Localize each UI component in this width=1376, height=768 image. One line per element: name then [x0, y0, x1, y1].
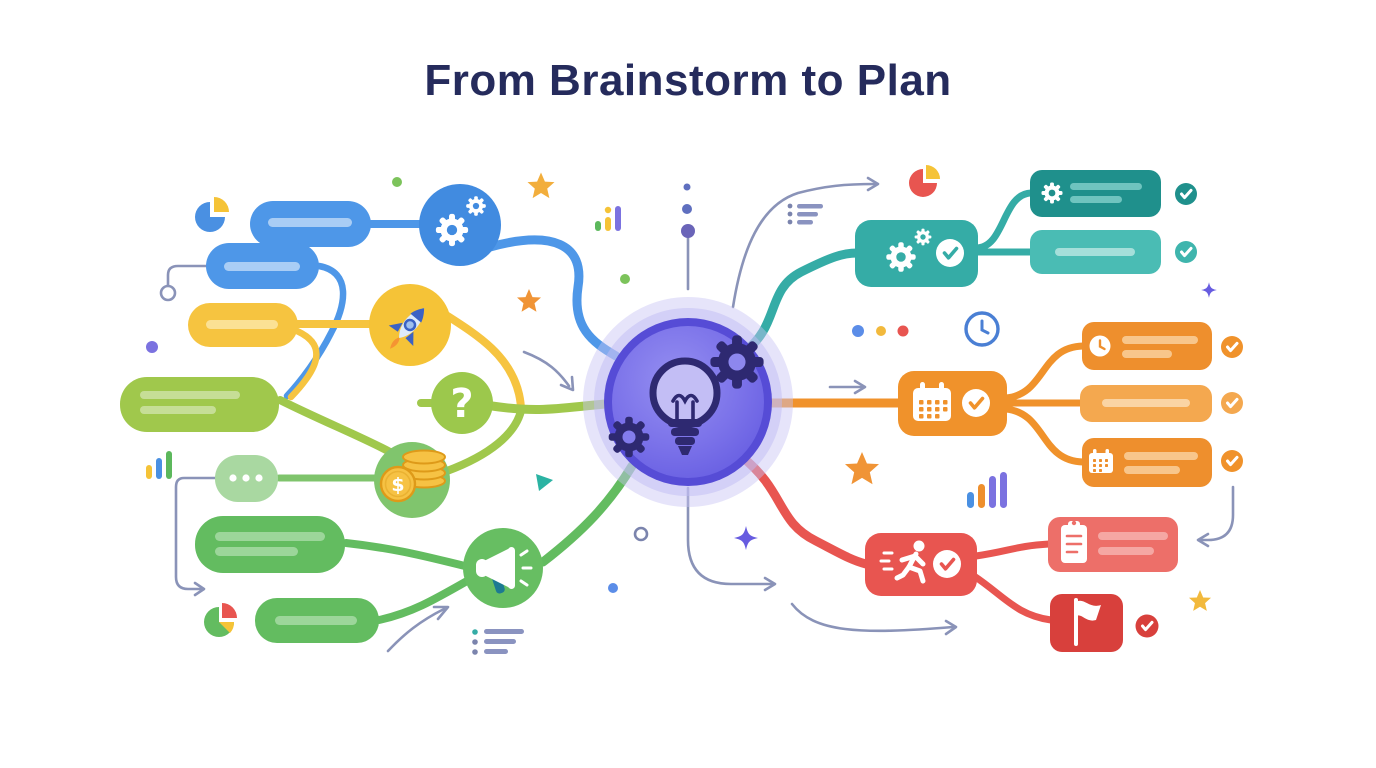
bar-chart-icon: [146, 451, 172, 479]
decorations: [146, 165, 1217, 655]
idea-pill-blue-1: [250, 201, 371, 247]
megaphone-circle: [463, 528, 543, 608]
check-badge: [1175, 183, 1197, 205]
gear-icon: [1041, 182, 1063, 204]
list-lines-icon: [472, 629, 524, 655]
pie-chart-icon: [195, 197, 229, 232]
check-badge: [1221, 392, 1243, 414]
idea-pill-yellow-green: [120, 377, 279, 432]
dot: [683, 183, 691, 191]
idea-pill-ellipsis: [215, 455, 278, 502]
red-sub-node-flag: [1050, 594, 1123, 652]
runner-icon: [879, 540, 926, 584]
page-title: From Brainstorm to Plan: [424, 56, 952, 105]
clock-outline-icon: [964, 311, 1000, 347]
orange-sub-node-1: [1082, 322, 1212, 370]
pie-chart-icon: [204, 603, 237, 637]
teal-sub-node-2: [1030, 230, 1161, 274]
dot: [681, 224, 695, 238]
check-icon: [962, 389, 990, 417]
pie-chart-icon: [909, 165, 940, 197]
dot: [608, 583, 618, 593]
teal-main-node: [855, 220, 978, 287]
sparkle-icon: [1201, 282, 1217, 298]
coins-icon: $: [379, 449, 446, 503]
arrow-center-topright: [731, 182, 877, 309]
red-branch: [865, 517, 1178, 652]
red-main-node: [865, 533, 977, 596]
orange-sub-node-3: [1082, 438, 1212, 487]
circle-outline: [633, 526, 649, 542]
idea-pill-green-1: [195, 516, 345, 573]
clock-icon: [1089, 335, 1111, 357]
arrow-center-small: [522, 350, 571, 388]
bar-chart-icon: [967, 472, 1007, 508]
check-badge: [1221, 450, 1243, 472]
bar-chart-icon: [595, 206, 621, 231]
play-triangle-icon: [536, 474, 553, 491]
check-badge: [1175, 241, 1197, 263]
idea-pill-yellow: [188, 303, 298, 347]
dots-row: [852, 325, 909, 337]
list-lines-icon: [787, 203, 823, 225]
star-icon: [527, 172, 555, 199]
squiggle-left: [166, 264, 209, 287]
question-circle: ?: [431, 372, 493, 434]
teal-branch: [855, 170, 1197, 287]
arrow-up-curve: [386, 607, 446, 653]
calendar-icon: [913, 382, 951, 421]
star-icon: [517, 289, 541, 312]
orange-branch: [898, 322, 1243, 487]
lightbulb-gears-icon: [608, 335, 764, 458]
arrow-left-bottom: [174, 476, 217, 591]
gears-icon: [886, 228, 932, 272]
star-icon: [845, 452, 879, 485]
center-hub: [583, 297, 793, 507]
orange-main-node: [898, 371, 1007, 436]
idea-pill-green-2: [255, 598, 379, 643]
circle-endpoint: [159, 284, 177, 302]
star-icon: [1189, 590, 1211, 611]
rocket-icon: [388, 308, 425, 349]
idea-pill-blue-2: [206, 243, 319, 289]
dollar-glyph: $: [391, 474, 404, 496]
dot: [146, 341, 158, 353]
calendar-icon: [1089, 449, 1113, 473]
check-icon: [936, 239, 964, 267]
arrow-far-right: [1199, 485, 1235, 542]
megaphone-icon: [476, 547, 533, 594]
arrow-bottom-right: [790, 602, 955, 633]
red-sub-node-clipboard: [1048, 517, 1178, 572]
teal-sub-node-1: [1030, 170, 1161, 217]
rocket-circle: [369, 284, 451, 366]
sparkle-icon: [734, 526, 758, 550]
orange-sub-node-2: [1080, 385, 1212, 422]
brainstorm-pills: [120, 201, 379, 643]
flag-icon: [1074, 598, 1101, 646]
gears-icon: [435, 196, 486, 247]
coins-circle: $: [374, 442, 450, 518]
brainstorm-icon-circles: ? $: [369, 184, 543, 608]
check-badge: [1135, 614, 1159, 638]
dot: [620, 274, 630, 284]
arrow-center-bottom: [686, 486, 774, 586]
gears-circle: [419, 184, 501, 266]
decorative-arrows: [159, 176, 1235, 653]
branch-connectors: [275, 189, 1087, 624]
check-icon: [933, 550, 961, 578]
clipboard-icon: [1061, 520, 1087, 563]
dot: [682, 204, 692, 214]
dot: [392, 177, 402, 187]
question-mark-icon: ?: [450, 381, 473, 427]
check-badge: [1221, 336, 1243, 358]
